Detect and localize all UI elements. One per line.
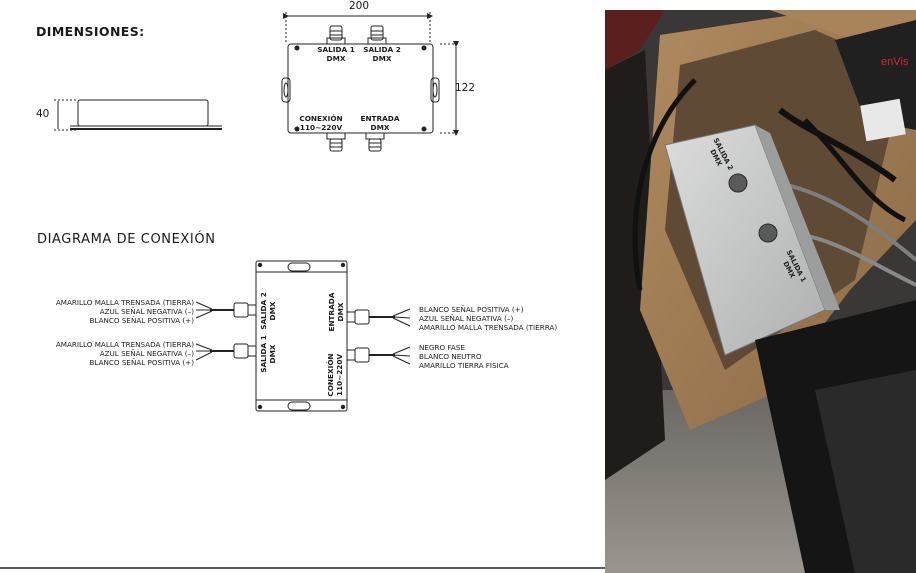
connection-view xyxy=(195,260,411,412)
dimensions-heading: DIMENSIONES: xyxy=(36,24,145,39)
technical-drawing xyxy=(0,12,605,569)
wire-labels-salida1: AMARILLO MALLA TRENSADA (TIERRA) AZUL SE… xyxy=(55,340,194,367)
mounting-holes-top xyxy=(294,45,427,132)
depth-dimension: 40 xyxy=(36,108,50,120)
width-dimension: 200 xyxy=(349,0,370,12)
height-dimension: 122 xyxy=(455,82,476,94)
top-view xyxy=(281,12,460,152)
connection-heading: DIAGRAMA DE CONEXIÓN xyxy=(37,232,216,247)
side-view xyxy=(54,99,222,131)
brand-label: enVis xyxy=(881,56,909,68)
wire-labels-conexion: NEGRO FASE BLANCO NEUTRO AMARILLO TIERRA… xyxy=(419,343,509,370)
wire-labels-salida2: AMARILLO MALLA TRENSADA (TIERRA) AZUL SE… xyxy=(55,298,194,325)
wire-labels-entrada: BLANCO SEÑAL POSITIVA (+) AZUL SEÑAL NEG… xyxy=(419,305,558,332)
